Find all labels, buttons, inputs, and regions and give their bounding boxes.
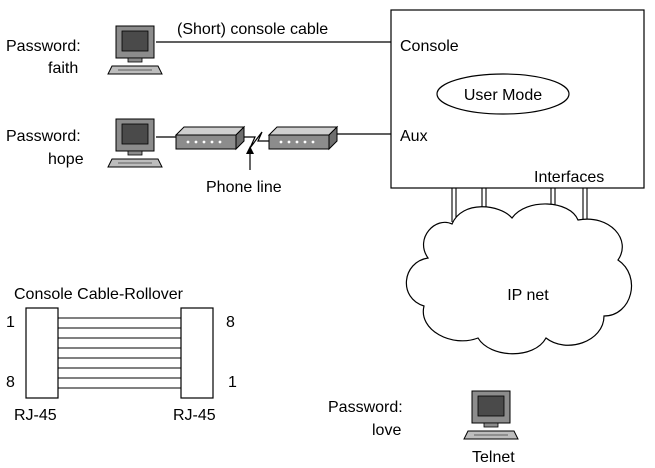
rj45-connector-right: [180, 307, 214, 399]
pin-label-right-top: 8: [226, 314, 235, 331]
password-label-1: Password:: [6, 38, 81, 55]
console-port-label: Console: [400, 38, 459, 55]
ip-net-label: IP net: [507, 287, 549, 304]
phone-line: [244, 131, 269, 149]
pin-label-left-top: 1: [6, 314, 15, 331]
modem-icon: [175, 126, 245, 150]
console-cable-label: (Short) console cable: [177, 21, 328, 38]
rj45-label-left: RJ-45: [14, 407, 57, 424]
pc-icon: [107, 118, 163, 168]
arrow-head: [246, 146, 254, 154]
router-box: [390, 9, 645, 189]
telnet-pc-icon: [463, 390, 519, 440]
telnet-label: Telnet: [472, 449, 515, 466]
modem-icon: [268, 126, 338, 150]
user-mode-label: User Mode: [464, 87, 542, 104]
rollover-wires: [58, 317, 181, 389]
interfaces-label: Interfaces: [534, 169, 604, 186]
password-label-2: Password:: [6, 128, 81, 145]
rollover-title: Console Cable-Rollover: [14, 286, 184, 303]
aux-port-label: Aux: [400, 128, 428, 145]
user-mode-ellipse: [436, 73, 570, 115]
password-label-3: Password:: [328, 399, 403, 416]
pc-icon: [107, 25, 163, 75]
password-value-love: love: [372, 422, 401, 439]
rj45-connector-left: [25, 307, 59, 399]
rj45-label-right: RJ-45: [173, 407, 216, 424]
cloud-icon: [405, 203, 633, 355]
password-value-faith: faith: [48, 60, 78, 77]
phone-line-label: Phone line: [206, 179, 282, 196]
pin-label-right-bottom: 1: [228, 374, 237, 391]
pin-label-left-bottom: 8: [6, 374, 15, 391]
password-value-hope: hope: [48, 151, 84, 168]
